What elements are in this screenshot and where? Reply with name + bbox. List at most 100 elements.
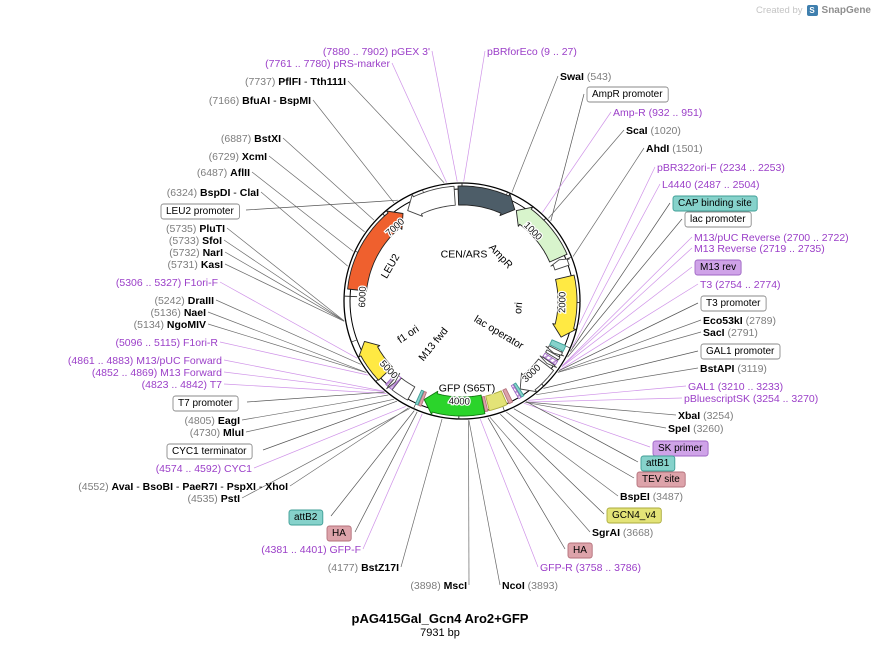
feature-tag-gcn4-v4[interactable]: GCN4_v4 bbox=[606, 507, 662, 524]
tag-text[interactable]: HA bbox=[573, 545, 587, 556]
feature-label-leu2[interactable]: LEU2 bbox=[378, 251, 404, 282]
map-label-5732-nari[interactable]: (5732) NarI bbox=[169, 247, 223, 259]
map-label-4861-4883-m13-puc-forward[interactable]: (4861 .. 4883) M13/pUC Forward bbox=[68, 355, 222, 367]
feature-label-cen-ars[interactable]: CEN/ARS bbox=[440, 248, 489, 262]
map-label-7880-7902-pgex-3[interactable]: (7880 .. 7902) pGEX 3' bbox=[323, 46, 430, 58]
map-label-5096-5115-f1ori-r[interactable]: (5096 .. 5115) F1ori-R bbox=[115, 337, 218, 349]
map-label-scai-1020[interactable]: ScaI (1020) bbox=[626, 125, 681, 137]
label-text[interactable]: SgrAI (3668) bbox=[592, 527, 653, 539]
label-text[interactable]: AhdI (1501) bbox=[646, 143, 703, 155]
label-text[interactable]: XbaI (3254) bbox=[678, 410, 733, 422]
tag-text[interactable]: attB2 bbox=[294, 512, 318, 523]
tag-text[interactable]: attB1 bbox=[646, 458, 670, 469]
map-label-5733-sfoi[interactable]: (5733) SfoI bbox=[169, 235, 222, 247]
label-text[interactable]: ScaI (1020) bbox=[626, 125, 681, 137]
feature-tag-t3-promoter[interactable]: T3 promoter bbox=[700, 295, 767, 312]
map-label-m13-puc-reverse-2700-2722[interactable]: M13/pUC Reverse (2700 .. 2722) bbox=[694, 232, 849, 244]
label-text[interactable]: Eco53kI (2789) bbox=[703, 315, 776, 327]
map-label-4805-eagi[interactable]: (4805) EagI bbox=[185, 415, 241, 427]
map-label-6729-xcmi[interactable]: (6729) XcmI bbox=[209, 151, 267, 163]
map-label-m13-reverse-2719-2735[interactable]: M13 Reverse (2719 .. 2735) bbox=[694, 243, 825, 255]
tag-text[interactable]: CAP binding site bbox=[678, 198, 752, 209]
label-text[interactable]: (4852 .. 4869) M13 Forward bbox=[92, 367, 222, 379]
feature-leu2-promoter[interactable] bbox=[407, 185, 456, 217]
feature-t7-promoter[interactable] bbox=[386, 372, 401, 390]
label-text[interactable]: SpeI (3260) bbox=[668, 423, 723, 435]
tag-text[interactable]: GCN4_v4 bbox=[612, 510, 656, 521]
map-label-4823-4842-t7[interactable]: (4823 .. 4842) T7 bbox=[142, 379, 223, 391]
feature-ha[interactable] bbox=[417, 390, 427, 407]
label-text[interactable]: (5136) NaeI bbox=[151, 307, 207, 319]
label-text[interactable]: (5134) NgoMIV bbox=[134, 319, 206, 331]
label-text[interactable]: (4381 .. 4401) GFP-F bbox=[261, 544, 361, 556]
map-label-6487-aflii[interactable]: (6487) AflII bbox=[197, 167, 250, 179]
feature-tag-t7-promoter[interactable]: T7 promoter bbox=[172, 395, 239, 412]
feature-tag-lac-promoter[interactable]: lac promoter bbox=[684, 211, 752, 228]
label-text[interactable]: (4177) BstZ17I bbox=[328, 562, 399, 574]
map-label-7166-bfuai-bspmi[interactable]: (7166) BfuAI - BspMI bbox=[209, 95, 311, 107]
tag-text[interactable]: T7 promoter bbox=[178, 398, 233, 409]
map-label-swai-543[interactable]: SwaI (543) bbox=[560, 71, 611, 83]
feature-label-gfp-s65t[interactable]: GFP (S65T) bbox=[438, 382, 496, 396]
label-text[interactable]: (3898) MscI bbox=[410, 580, 467, 592]
map-label-4381-4401-gfp-f[interactable]: (4381 .. 4401) GFP-F bbox=[261, 544, 361, 556]
map-label-eco53ki-2789[interactable]: Eco53kI (2789) bbox=[703, 315, 776, 327]
tag-text[interactable]: GAL1 promoter bbox=[706, 346, 775, 357]
tag-text[interactable]: CYC1 terminator bbox=[172, 446, 247, 457]
feature-ampr-promoter[interactable] bbox=[550, 258, 570, 271]
tag-text[interactable]: TEV site bbox=[642, 474, 680, 485]
map-label-spei-3260[interactable]: SpeI (3260) bbox=[668, 423, 723, 435]
map-label-ahdi-1501[interactable]: AhdI (1501) bbox=[646, 143, 703, 155]
map-label-4552-avai-bsobi-paer7i-pspxi-xhoi[interactable]: (4552) AvaI - BsoBI - PaeR7I - PspXI - X… bbox=[78, 481, 288, 493]
map-label-pbluescriptsk-3254-3270[interactable]: pBluescriptSK (3254 .. 3270) bbox=[684, 393, 818, 405]
label-text[interactable]: (5731) KasI bbox=[168, 259, 224, 271]
feature-tag-attb2[interactable]: attB2 bbox=[288, 509, 324, 526]
map-label-t3-2754-2774[interactable]: T3 (2754 .. 2774) bbox=[700, 279, 781, 291]
label-text[interactable]: pBR322ori-F (2234 .. 2253) bbox=[657, 162, 785, 174]
map-label-5731-kasi[interactable]: (5731) KasI bbox=[168, 259, 224, 271]
feature-sk-primer-site[interactable] bbox=[510, 384, 522, 400]
feature-tag-m13-rev[interactable]: M13 rev bbox=[694, 259, 742, 276]
label-text[interactable]: (7737) PflFI - Tth111I bbox=[245, 76, 346, 88]
map-label-7737-pflfi-tth111i[interactable]: (7737) PflFI - Tth111I bbox=[245, 76, 346, 88]
label-text[interactable]: SacI (2791) bbox=[703, 327, 758, 339]
tag-text[interactable]: AmpR promoter bbox=[592, 89, 663, 100]
label-text[interactable]: (4574 .. 4592) CYC1 bbox=[156, 463, 252, 475]
map-label-6887-bstxi[interactable]: (6887) BstXI bbox=[221, 133, 281, 145]
map-label-amp-r-932-951[interactable]: Amp-R (932 .. 951) bbox=[613, 107, 702, 119]
feature-tag-cyc1-terminator[interactable]: CYC1 terminator bbox=[166, 443, 253, 460]
label-text[interactable]: (4823 .. 4842) T7 bbox=[142, 379, 223, 391]
feature-attb2[interactable] bbox=[414, 389, 425, 406]
tag-text[interactable]: T3 promoter bbox=[706, 298, 761, 309]
tag-text[interactable]: HA bbox=[332, 528, 346, 539]
label-text[interactable]: (4805) EagI bbox=[185, 415, 241, 427]
map-label-pbrforeco-9-27[interactable]: pBRforEco (9 .. 27) bbox=[487, 46, 577, 58]
label-text[interactable]: (5096 .. 5115) F1ori-R bbox=[115, 337, 218, 349]
feature-m13-rev-site[interactable] bbox=[542, 352, 559, 366]
tag-text[interactable]: SK primer bbox=[658, 443, 703, 454]
map-label-4730-mlui[interactable]: (4730) MluI bbox=[190, 427, 244, 439]
map-label-ncoi-3893[interactable]: NcoI (3893) bbox=[502, 580, 558, 592]
label-text[interactable]: (5306 .. 5327) F1ori-F bbox=[116, 277, 218, 289]
feature-lac-promoter[interactable] bbox=[545, 345, 565, 357]
feature-tag-attb1[interactable]: attB1 bbox=[640, 455, 676, 472]
label-text[interactable]: GFP-R (3758 .. 3786) bbox=[540, 562, 641, 574]
map-label-3898-msci[interactable]: (3898) MscI bbox=[410, 580, 467, 592]
feature-f1-ori[interactable] bbox=[358, 340, 393, 381]
label-text[interactable]: (4730) MluI bbox=[190, 427, 244, 439]
map-label-5134-ngomiv[interactable]: (5134) NgoMIV bbox=[134, 319, 206, 331]
label-text[interactable]: (5733) SfoI bbox=[169, 235, 222, 247]
tag-text[interactable]: LEU2 promoter bbox=[166, 206, 234, 217]
map-label-gfp-r-3758-3786[interactable]: GFP-R (3758 .. 3786) bbox=[540, 562, 641, 574]
map-label-5306-5327-f1ori-f[interactable]: (5306 .. 5327) F1ori-F bbox=[116, 277, 218, 289]
feature-label-ampr[interactable]: AmpR bbox=[485, 241, 516, 273]
label-text[interactable]: (4552) AvaI - BsoBI - PaeR7I - PspXI - X… bbox=[78, 481, 288, 493]
feature-label-lac-operator[interactable]: lac operator bbox=[471, 312, 527, 353]
map-label-bstapi-3119[interactable]: BstAPI (3119) bbox=[700, 363, 767, 375]
feature-label-f1-ori[interactable]: f1 ori bbox=[394, 322, 422, 347]
feature-cen-ars[interactable] bbox=[457, 185, 516, 217]
label-text[interactable]: (7166) BfuAI - BspMI bbox=[209, 95, 311, 107]
label-text[interactable]: Amp-R (932 .. 951) bbox=[613, 107, 702, 119]
feature-ha[interactable] bbox=[481, 395, 489, 413]
feature-tag-sk-primer[interactable]: SK primer bbox=[652, 440, 709, 457]
